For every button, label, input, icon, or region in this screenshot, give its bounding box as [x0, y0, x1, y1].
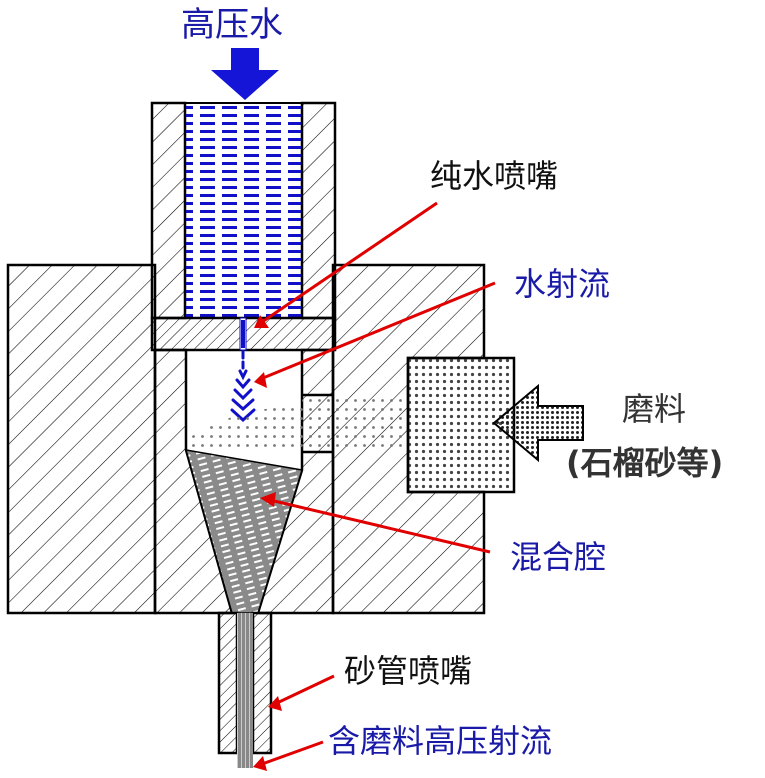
abrasive-dispersion [186, 405, 302, 455]
abrasive-channel [302, 397, 408, 451]
sand-tube-nozzle [217, 611, 273, 768]
label-abrasive-jet: 含磨料高压射流 [328, 722, 553, 760]
inlet-wall-left [150, 101, 187, 320]
left-arrow-icon [492, 383, 584, 463]
inlet-wall-right [300, 101, 337, 320]
leader-sand-tube [276, 674, 335, 705]
leader-lines [253, 201, 496, 771]
label-high-pressure-water: 高压水 [181, 5, 283, 45]
body-left-block [6, 263, 157, 615]
label-abrasive-example: (石榴砂等) [566, 444, 724, 482]
water-jet-spray [230, 350, 256, 423]
leader-abrasive-jet [261, 740, 324, 766]
orifice-plate [150, 316, 337, 352]
inlet-tube [150, 101, 337, 320]
leader-water-jet [262, 281, 496, 380]
leader-pure-water-nozzle [261, 201, 438, 324]
high-pressure-water-column [184, 102, 303, 319]
label-sand-tube-nozzle: 砂管喷嘴 [344, 652, 473, 690]
abrasive-feed [186, 356, 516, 494]
abrasive-stream [237, 613, 253, 768]
label-abrasive: 磨料 [622, 390, 687, 428]
label-mixing-chamber: 混合腔 [510, 538, 607, 576]
leader-mixing-chamber [269, 498, 491, 554]
label-pure-water-nozzle: 纯水喷嘴 [430, 157, 559, 195]
label-water-jet: 水射流 [514, 265, 611, 303]
down-arrow-icon [211, 48, 279, 100]
